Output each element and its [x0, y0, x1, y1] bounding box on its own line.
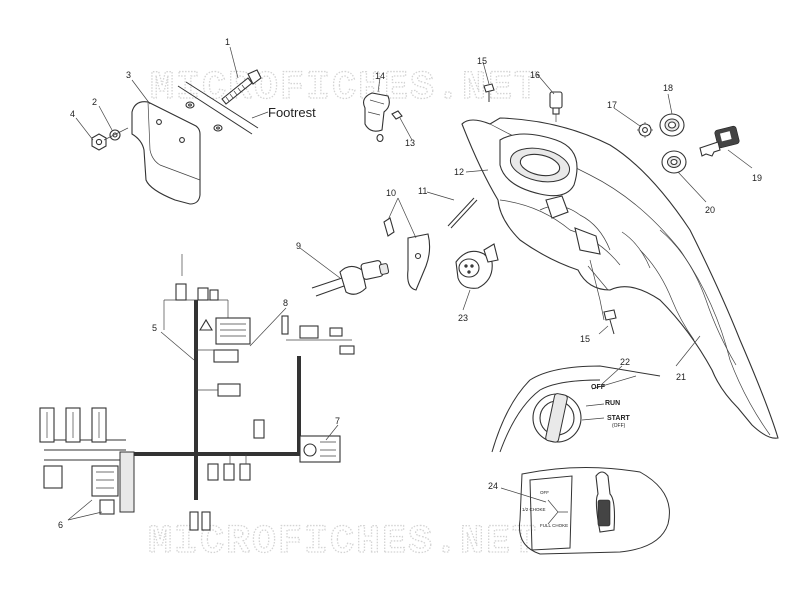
choke-switch-icon: [455, 243, 499, 289]
callout-22: 22: [620, 357, 630, 367]
ignition-key-icon: [699, 125, 740, 157]
callout-14: 14: [375, 71, 385, 81]
callout-13: 13: [405, 138, 415, 148]
spring-pin: [447, 197, 478, 229]
choke-selector-panel: [518, 466, 670, 555]
callout-19: 19: [752, 173, 762, 183]
nut-ring-icon: [661, 150, 687, 174]
callout-5: 5: [152, 323, 157, 333]
wiring-harness: [39, 254, 355, 531]
callout-9: 9: [296, 241, 301, 251]
callout-16: 16: [530, 70, 540, 80]
callout-18: 18: [663, 83, 673, 93]
callout-15-top: 15: [477, 56, 487, 66]
callout-7: 7: [335, 416, 340, 426]
grommet-icon: [659, 113, 685, 137]
callout-1: 1: [225, 37, 230, 47]
footrest-assembly: [91, 69, 269, 205]
callout-4: 4: [70, 109, 75, 119]
callout-21: 21: [676, 372, 686, 382]
callout-3: 3: [126, 70, 131, 80]
key-start-sub-label: (OFF): [612, 423, 626, 429]
footrest-label: Footrest: [268, 105, 316, 120]
switch-bracket: [363, 92, 403, 143]
key-off-label: OFF: [591, 384, 606, 391]
watermark-bottom: MICROFICHES.NET: [148, 520, 538, 565]
callout-11: 11: [418, 186, 427, 196]
leader-lines: [67, 46, 753, 521]
callout-23: 23: [458, 313, 468, 323]
key-start-label: START: [607, 415, 631, 422]
callout-2: 2: [92, 97, 97, 107]
callout-17: 17: [607, 100, 617, 110]
indicator-bulb-icon: [549, 91, 563, 122]
screw-icon-lower: [603, 309, 617, 335]
choke-off-label: OFF: [540, 490, 549, 495]
choke-full-label: FULL CHOKE: [540, 523, 568, 528]
callout-12: 12: [454, 167, 464, 177]
key-switch-panel: [491, 365, 661, 453]
callout-24: 24: [488, 481, 498, 491]
callout-6: 6: [58, 520, 63, 530]
callout-15-lower: 15: [580, 334, 590, 344]
watermark-top: MICROFICHES.NET: [150, 66, 540, 111]
star-washer-icon: [637, 122, 653, 138]
choke-half-label: 1/2 CHOKE: [522, 507, 546, 512]
callout-20: 20: [705, 205, 715, 215]
choke-cable-assembly: [311, 260, 390, 297]
callout-10: 10: [386, 188, 396, 198]
console-body: [461, 117, 779, 439]
choke-lever: [383, 197, 431, 291]
screw-icon: [483, 83, 495, 102]
key-run-label: RUN: [605, 400, 620, 407]
callout-8: 8: [283, 298, 288, 308]
bolt-icon: [221, 69, 262, 105]
